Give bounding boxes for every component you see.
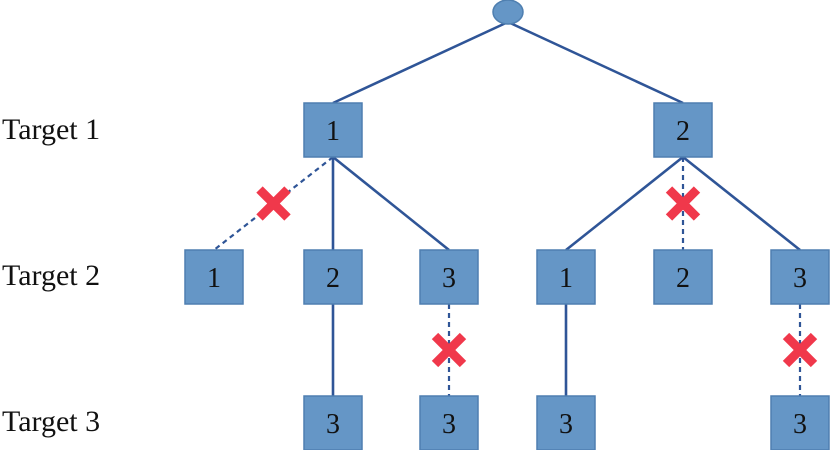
tree-node-b3: 3 bbox=[419, 249, 479, 305]
node-label: 1 bbox=[207, 263, 221, 294]
node-box bbox=[184, 249, 244, 305]
node-label: 2 bbox=[326, 263, 340, 294]
node-box bbox=[536, 249, 596, 305]
tree-node-c1: 3 bbox=[303, 395, 363, 450]
nodes-layer: 1 2 1 2 3 1 2 3 3 3 3 3 bbox=[184, 0, 830, 450]
tree-node-b6: 3 bbox=[770, 249, 830, 305]
row-label-target-1: Target 1 bbox=[2, 113, 101, 146]
pruned-x-stroke bbox=[665, 186, 701, 221]
tree-node-b1: 1 bbox=[184, 249, 244, 305]
tree-node-a2: 2 bbox=[653, 102, 713, 158]
node-box bbox=[653, 102, 713, 158]
node-box bbox=[419, 395, 479, 450]
edge-a2-b4 bbox=[565, 155, 684, 252]
node-label: 3 bbox=[559, 409, 573, 440]
pruned-x-icon bbox=[665, 186, 701, 221]
node-label: 1 bbox=[559, 263, 573, 294]
node-box bbox=[419, 249, 479, 305]
edge-a2-b6 bbox=[682, 155, 801, 252]
row-label-target-2: Target 2 bbox=[2, 259, 101, 292]
edge-a1-b3 bbox=[332, 155, 450, 252]
node-label: 3 bbox=[793, 409, 807, 440]
node-box bbox=[536, 395, 596, 450]
pruned-x-icon bbox=[431, 332, 467, 368]
pruned-x-stroke bbox=[431, 332, 467, 368]
node-box bbox=[303, 395, 363, 450]
node-label: 3 bbox=[442, 263, 456, 294]
edges-layer bbox=[213, 20, 802, 396]
tree-node-b2: 2 bbox=[303, 249, 363, 305]
node-label: 1 bbox=[326, 116, 340, 147]
node-label: 3 bbox=[442, 409, 456, 440]
node-box bbox=[303, 102, 363, 158]
node-box bbox=[770, 395, 830, 450]
row-label-target-3: Target 3 bbox=[2, 405, 101, 438]
tree-node-b5: 2 bbox=[653, 249, 713, 305]
pruned-x-stroke bbox=[256, 186, 291, 221]
tree-node-c3: 3 bbox=[536, 395, 596, 450]
node-label: 2 bbox=[676, 116, 690, 147]
edge-root-a1 bbox=[332, 20, 509, 105]
edge-root-a2 bbox=[507, 20, 684, 105]
pruned-markers-layer bbox=[256, 186, 818, 368]
tree-node-b4: 1 bbox=[536, 249, 596, 305]
tree-node-c2: 3 bbox=[419, 395, 479, 450]
tree-node-c4: 3 bbox=[770, 395, 830, 450]
pruned-x-stroke bbox=[782, 332, 818, 368]
node-box bbox=[770, 249, 830, 305]
node-label: 3 bbox=[793, 263, 807, 294]
tree-node-a1: 1 bbox=[303, 102, 363, 158]
pruned-x-icon bbox=[782, 332, 818, 368]
node-box bbox=[653, 249, 713, 305]
node-box bbox=[303, 249, 363, 305]
root-node bbox=[492, 0, 524, 25]
node-label: 2 bbox=[676, 263, 690, 294]
node-label: 3 bbox=[326, 409, 340, 440]
pruned-x-icon bbox=[256, 186, 291, 221]
